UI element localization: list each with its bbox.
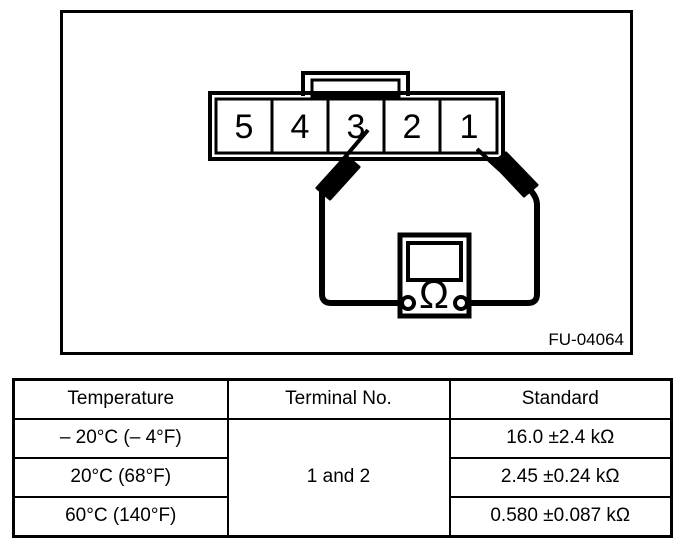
wire-right [463,185,540,306]
probe-left-body [315,154,361,201]
connector-top-tab-inner [310,78,401,98]
connector-inner-shell [214,97,499,155]
header-temperature: Temperature [12,378,229,420]
connector-top-tab [301,71,410,96]
terminal-number-5: 5 [235,108,254,146]
terminal-number-3: 3 [347,108,366,146]
test-lead-wires [319,185,540,306]
ohmmeter-display [406,241,463,282]
cell-standard-1: 16.0 ±2.4 kΩ [448,418,673,459]
ohmmeter-terminal-right [453,295,469,311]
ohmmeter: Ω [397,232,472,319]
probe-right [475,147,539,198]
table-row: 20°C (68°F) 2.45 ±0.24 kΩ [12,457,673,498]
ohm-symbol: Ω [419,273,449,317]
table-header-row: Temperature Terminal No. Standard [12,378,673,420]
cell-terminal-no: 1 and 2 [226,418,451,538]
wire-left [319,185,406,306]
figure-reference-label: FU-04064 [548,330,624,349]
table-row: 60°C (140°F) 0.580 ±0.087 kΩ [12,496,673,538]
connector-outer-shell [208,91,505,161]
cell-standard-3: 0.580 ±0.087 kΩ [448,496,673,538]
table-row: – 20°C (– 4°F) 1 and 2 16.0 ±2.4 kΩ [12,418,673,538]
cell-temperature-1: – 20°C (– 4°F) [12,418,229,459]
probe-right-body [491,151,539,198]
probe-left [315,128,370,201]
inspection-diagram: 5 4 3 2 1 [208,71,540,319]
cell-temperature-3: 60°C (140°F) [12,496,229,538]
specification-table: Temperature Terminal No. Standard – 20°C… [12,378,673,538]
terminal-number-4: 4 [291,108,310,146]
header-standard: Standard [448,378,673,420]
terminal-number-1: 1 [460,108,479,146]
ohmmeter-body [397,232,472,319]
cell-temperature-2: 20°C (68°F) [12,457,229,498]
ohmmeter-terminal-left [400,295,416,311]
cell-standard-2: 2.45 ±0.24 kΩ [448,457,673,498]
figure-panel: 5 4 3 2 1 [60,10,633,355]
header-terminal-no: Terminal No. [226,378,451,420]
terminal-number-2: 2 [403,108,422,146]
